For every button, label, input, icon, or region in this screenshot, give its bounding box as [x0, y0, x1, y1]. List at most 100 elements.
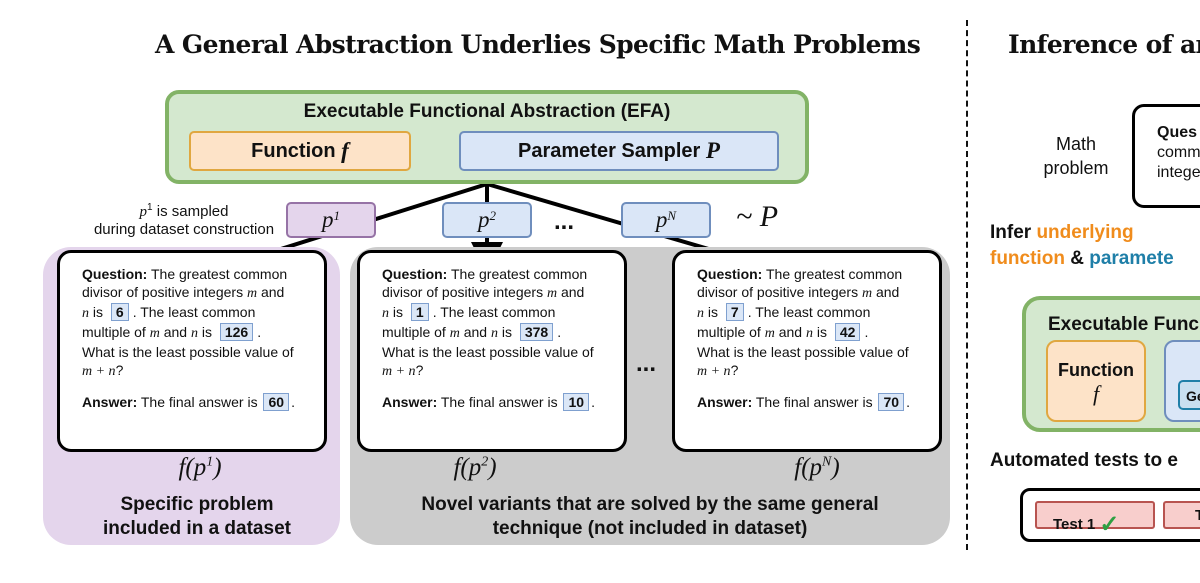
param-p1-symbol: p	[322, 207, 334, 232]
caption-end: )	[213, 454, 222, 481]
question-card: Question: The greatest common divisor of …	[672, 250, 942, 452]
var-m: m	[449, 326, 460, 341]
question-text: and	[459, 324, 491, 340]
question-text: is	[704, 304, 722, 320]
question-text: divisor of positive integers	[382, 284, 547, 300]
param-p1-sup: 1	[333, 208, 341, 223]
answer-text: .	[291, 394, 295, 410]
caption-sup: N	[822, 454, 832, 470]
lcm-value: 378	[519, 323, 554, 341]
question-text: is	[89, 304, 107, 320]
question-text: divisor of positive integers	[697, 284, 862, 300]
lcm-value: 42	[834, 323, 861, 341]
distribution-label: ~ P	[736, 200, 779, 233]
inferred-efa-title: Executable Func	[1048, 314, 1199, 335]
answer-text: The final answer is	[437, 394, 562, 410]
question-text: .	[557, 324, 562, 340]
check-icon: ✓	[1099, 511, 1120, 538]
function-output-caption: f(p2)	[415, 454, 535, 482]
inferred-function-box: Function f	[1046, 340, 1146, 422]
question-text: The greatest common	[147, 266, 288, 282]
question-text: . The least common	[432, 304, 556, 320]
caption-sup: 2	[481, 454, 489, 470]
param-p2-sup: 2	[489, 208, 497, 223]
var-m: m	[246, 286, 258, 301]
question-text: ?	[415, 362, 424, 378]
param-pn-symbol: p	[655, 207, 668, 232]
caption-f: f(p	[453, 454, 482, 481]
p1-superscript: 1	[147, 202, 153, 213]
var-n: n	[382, 306, 389, 321]
question-text: is	[197, 324, 216, 340]
inferred-function-symbol: f	[1092, 381, 1100, 406]
question-label: Question:	[382, 266, 448, 282]
question-text: and	[159, 324, 191, 340]
question-text: is	[389, 304, 407, 320]
infer-function: function	[990, 248, 1065, 269]
caption-end: )	[488, 454, 497, 481]
gcd-value: 7	[725, 303, 744, 321]
question-text: and	[774, 324, 806, 340]
math-problem-label: Math problem	[1043, 134, 1109, 178]
answer-label: Answer:	[382, 394, 438, 410]
function-output-caption: f(p1)	[140, 454, 260, 482]
question-label: Question:	[82, 266, 148, 282]
question-preview-card: Ques comm intege	[1132, 104, 1200, 208]
sum-expression: m + n	[382, 364, 416, 379]
var-m: m	[546, 286, 558, 301]
caption-sup: 1	[206, 454, 214, 470]
var-n: n	[490, 326, 498, 341]
question-text: multiple of	[82, 324, 150, 340]
sampler-symbol: P	[705, 138, 720, 163]
question-label: Question:	[697, 266, 763, 282]
question-text: .	[257, 324, 262, 340]
ques-line3: intege	[1157, 164, 1200, 181]
right-title: Inference of an E	[1008, 30, 1200, 59]
lcm-value: 126	[219, 323, 254, 341]
sampled-note: p1 is sampled during dataset constructio…	[86, 199, 282, 239]
function-symbol: f	[341, 138, 349, 163]
gcd-value: 1	[410, 303, 429, 321]
question-text: multiple of	[697, 324, 765, 340]
var-m: m	[764, 326, 775, 341]
infer-heading: Infer underlying function & paramete	[990, 220, 1174, 272]
question-text: and	[557, 284, 585, 300]
caption-f: f(p	[794, 454, 823, 481]
question-text: . The least common	[747, 304, 871, 320]
left-title: A General Abstraction Underlies Specific…	[155, 30, 921, 59]
question-text: is	[812, 324, 831, 340]
answer-value: 70	[878, 393, 905, 411]
var-n: n	[82, 306, 89, 321]
question-text: What is the least possible value of	[382, 344, 594, 360]
question-text: The greatest common	[762, 266, 903, 282]
question-text: and	[872, 284, 900, 300]
param-pn-sup: N	[667, 208, 677, 223]
question-text: is	[497, 324, 516, 340]
question-text: ?	[730, 362, 739, 378]
var-n: n	[697, 306, 704, 321]
param-ellipsis: ...	[554, 208, 575, 235]
tests-heading: Automated tests to e	[990, 450, 1178, 471]
cards-ellipsis: ...	[636, 350, 657, 377]
sum-expression: m + n	[82, 364, 116, 379]
var-n: n	[190, 326, 198, 341]
var-n: n	[805, 326, 813, 341]
answer-label: Answer:	[697, 394, 753, 410]
infer-amp: &	[1064, 248, 1090, 269]
function-box: Function f	[189, 131, 411, 171]
answer-label: Answer:	[82, 394, 138, 410]
test-1-chip: Test 1 ✓	[1035, 501, 1155, 538]
infer-parameter: paramete	[1089, 248, 1174, 269]
inferred-sampler-box: Ge	[1164, 340, 1200, 422]
answer-text: .	[591, 394, 595, 410]
caption-f: f(p	[178, 454, 207, 481]
var-m: m	[861, 286, 873, 301]
question-text: multiple of	[382, 324, 450, 340]
test-2-label: T	[1195, 507, 1200, 524]
answer-value: 60	[263, 393, 290, 411]
var-m: m	[149, 326, 160, 341]
param-p2-symbol: p	[478, 207, 490, 232]
